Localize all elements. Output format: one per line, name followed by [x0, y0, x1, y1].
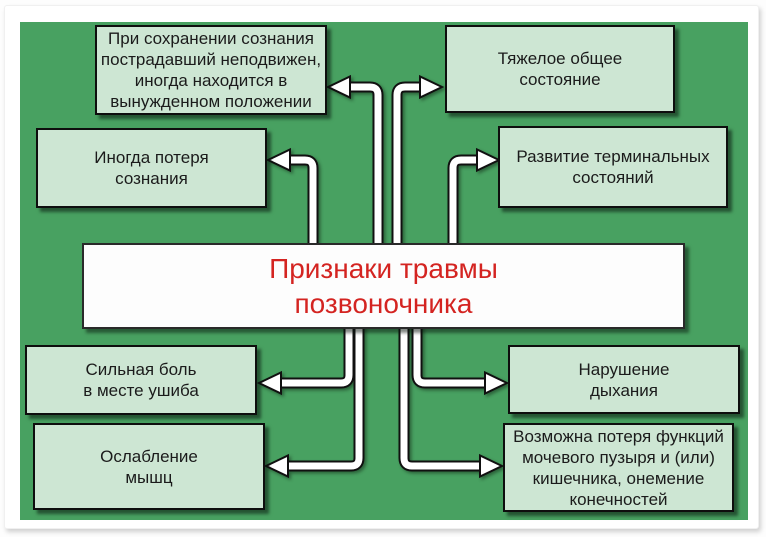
arrowhead-right-icon	[479, 453, 505, 479]
node-organ-function-loss: Возможна потеря функций мочевого пузыря …	[503, 423, 734, 512]
diagram-title: Признаки травмы позвоночника	[269, 253, 498, 319]
node-label: Иногда потеря сознания	[94, 148, 209, 188]
connector-to-terminal-states-development	[447, 147, 502, 300]
arrowhead-left-icon	[263, 453, 289, 479]
connector-to-organ-function-loss	[398, 310, 505, 479]
node-sometimes-loss-of-consciousness: Иногда потеря сознания	[36, 128, 267, 208]
arrowhead-left-icon	[325, 74, 351, 100]
node-terminal-states-development: Развитие терминальных состояний	[498, 126, 728, 208]
node-label: Развитие терминальных состояний	[516, 147, 710, 187]
arrowhead-left-icon	[256, 370, 282, 396]
arrowhead-left-icon	[265, 147, 291, 173]
node-label: Ослабление мышц	[100, 446, 198, 487]
node-label: При сохранении сознания пострадавший неп…	[100, 29, 322, 111]
connector-to-muscle-weakening	[263, 310, 365, 479]
arrowhead-right-icon	[476, 147, 502, 173]
node-severe-pain-at-bruise: Сильная боль в месте ушиба	[25, 345, 257, 415]
connector-to-sometimes-loss-of-consciousness	[265, 147, 319, 300]
arrowhead-right-icon	[484, 370, 510, 396]
connector-to-severe-general-condition	[391, 74, 445, 300]
node-breathing-disorder: Нарушение дыхания	[508, 345, 740, 414]
arrowhead-right-icon	[419, 74, 445, 100]
node-label: Нарушение дыхания	[578, 359, 670, 400]
node-label: Сильная боль в месте ушиба	[83, 360, 199, 400]
node-label: Возможна потеря функций мочевого пузыря …	[513, 426, 724, 509]
connector-to-severe-pain-at-bruise	[256, 310, 355, 396]
node-conscious-immobile: При сохранении сознания пострадавший неп…	[95, 25, 327, 115]
node-muscle-weakening: Ослабление мышц	[33, 423, 265, 510]
node-label: Тяжелое общее состояние	[497, 49, 623, 89]
node-severe-general-condition: Тяжелое общее состояние	[445, 25, 675, 113]
node-title: Признаки травмы позвоночника	[82, 243, 685, 329]
connector-to-breathing-disorder	[411, 310, 510, 396]
connector-to-conscious-immobile	[325, 74, 384, 300]
